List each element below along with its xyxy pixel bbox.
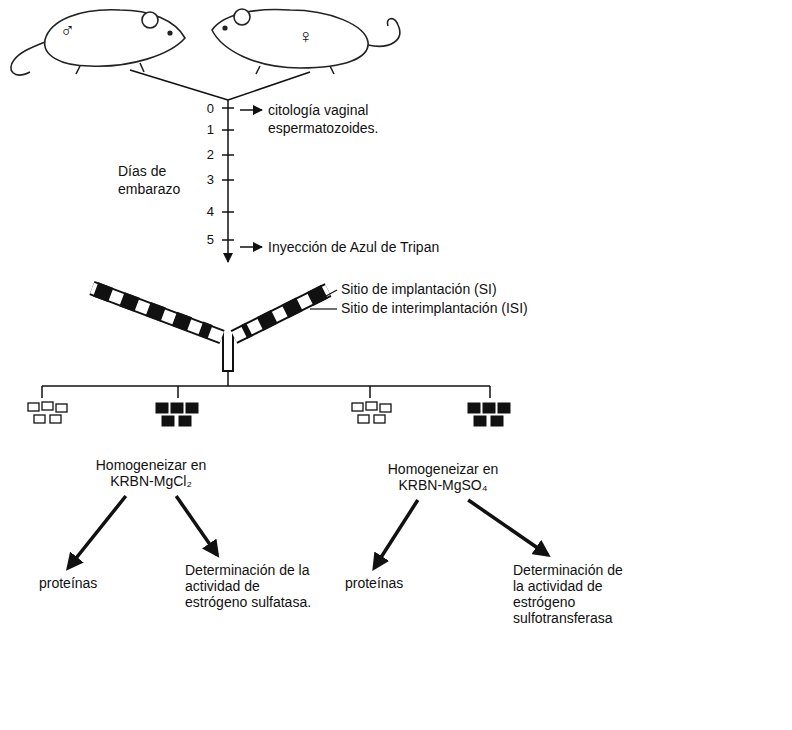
flow-arrow bbox=[374, 500, 418, 568]
step-text: Determinación de la actividad de estróge… bbox=[185, 562, 320, 610]
flow-step: Determinación de la actividad de estróge… bbox=[182, 560, 323, 612]
day-number: 0 bbox=[198, 101, 214, 117]
flow-arrow bbox=[468, 500, 548, 555]
uterus bbox=[92, 288, 328, 372]
step-text: proteínas bbox=[39, 575, 97, 591]
flow-step: proteínas bbox=[342, 573, 406, 593]
flow-step: proteínas bbox=[36, 573, 100, 593]
step-note: Inyección de Azul de Tripan bbox=[268, 239, 439, 257]
male-mouse bbox=[11, 10, 185, 75]
interimplantation-pieces bbox=[28, 402, 391, 423]
step-note: citología vaginal espermatozoides. bbox=[268, 102, 408, 137]
step-text: Determinación de la actividad de estróge… bbox=[513, 562, 633, 626]
flow-arrow bbox=[176, 496, 217, 555]
day-number: 1 bbox=[198, 122, 214, 138]
sex-symbol: ♂ bbox=[60, 18, 75, 43]
axis-title: Días de embarazo bbox=[118, 163, 198, 198]
flow-step: Homogeneizar en KRBN-MgSO₄ bbox=[380, 459, 506, 495]
flow-arrow bbox=[68, 496, 126, 568]
leader-lines bbox=[310, 290, 337, 309]
female-mouse bbox=[212, 9, 400, 74]
callout-label: Sitio de interimplantación (ISI) bbox=[341, 300, 528, 318]
day-number: 5 bbox=[198, 232, 214, 248]
sex-symbol: ♀ bbox=[298, 24, 313, 49]
day-number: 3 bbox=[198, 172, 214, 188]
flow-step: Homogeneizar en KRBN-MgCl₂ bbox=[88, 455, 214, 491]
day-number: 4 bbox=[198, 204, 214, 220]
implantation-pieces bbox=[156, 403, 510, 426]
callout-label: Sitio de implantación (SI) bbox=[341, 281, 497, 299]
step-text: Homogeneizar en KRBN-MgCl₂ bbox=[91, 457, 211, 489]
day-number: 2 bbox=[198, 147, 214, 163]
step-text: Homogeneizar en KRBN-MgSO₄ bbox=[383, 461, 503, 493]
step-text: proteínas bbox=[345, 575, 403, 591]
branch-lines bbox=[42, 372, 490, 398]
flow-step: Determinación de la actividad de estróge… bbox=[510, 560, 636, 628]
